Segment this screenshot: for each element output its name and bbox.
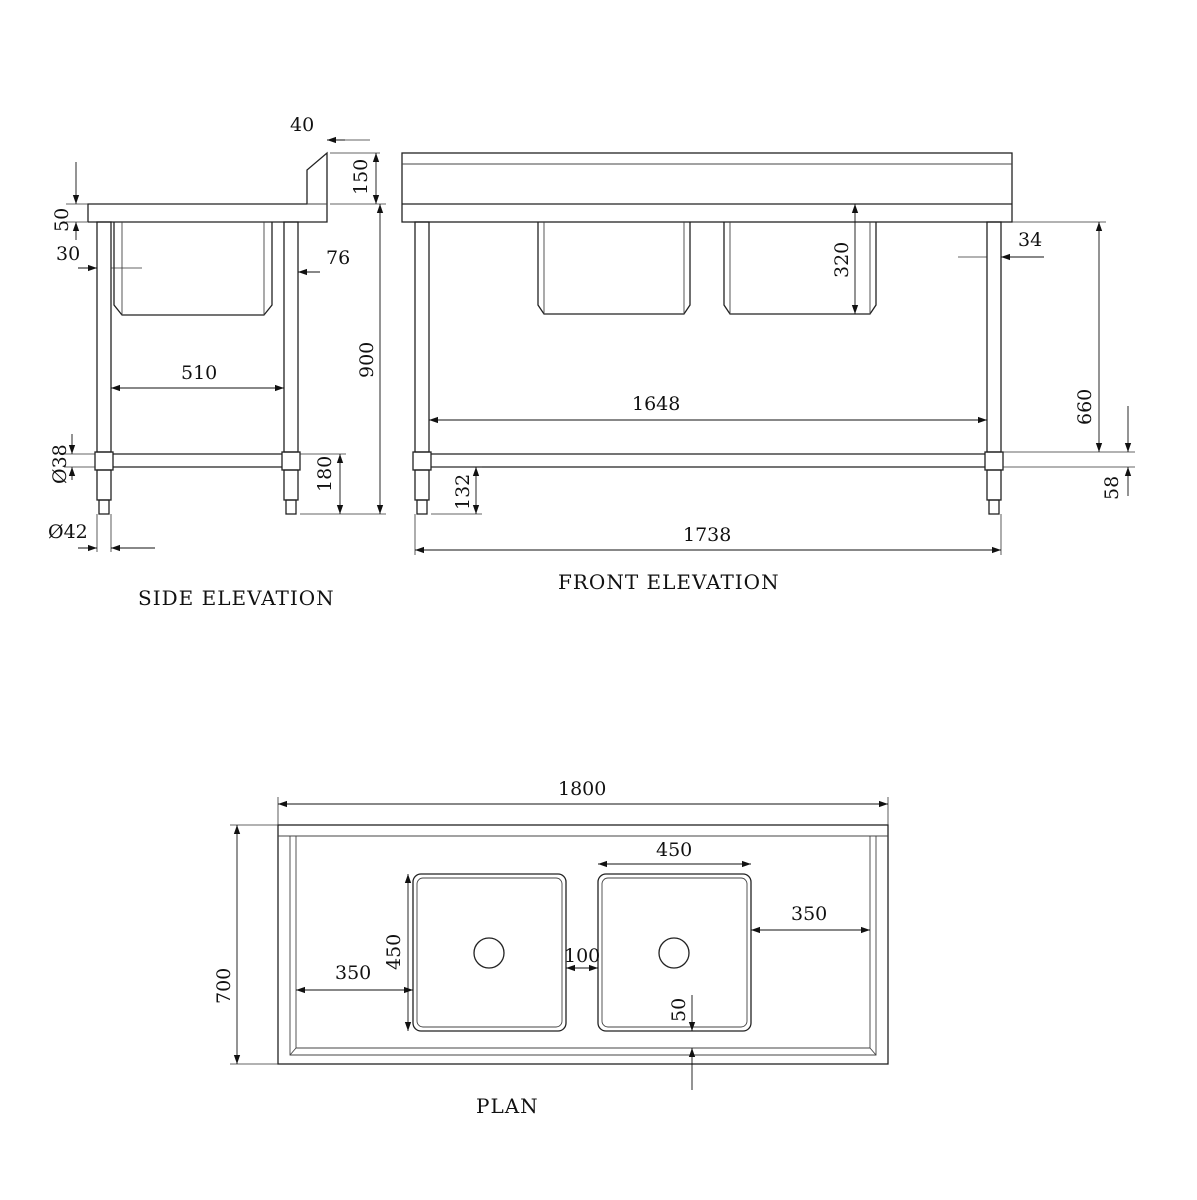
plan-view: 1800 700 450 450 350 350 100 50 PLAN [213, 778, 889, 1118]
front-elevation: 320 34 1648 660 58 132 1738 FRONT ELEVAT… [401, 152, 1135, 594]
plan-dim-bowl-length: 450 [383, 934, 405, 970]
front-dim-bowl-depth: 320 [831, 242, 853, 278]
side-dim-edge: 30 [56, 243, 80, 265]
side-dim-splash-height: 150 [350, 159, 372, 195]
plan-title: PLAN [476, 1094, 539, 1118]
side-dim-height: 900 [356, 342, 378, 378]
front-elevation-title: FRONT ELEVATION [558, 570, 780, 594]
plan-dim-length: 1800 [558, 778, 606, 800]
plan-dim-right-drainer: 350 [791, 903, 827, 925]
side-dim-tube: Ø38 [49, 444, 71, 484]
side-dim-bottom-height: 180 [314, 456, 336, 492]
side-dim-top-thickness: 50 [51, 208, 73, 232]
side-elevation-title: SIDE ELEVATION [138, 586, 335, 610]
front-dim-shelf-height: 132 [452, 474, 474, 510]
plan-dim-left-drainer: 350 [335, 962, 371, 984]
side-dim-inner: 510 [181, 362, 217, 384]
side-elevation: 40 150 50 30 76 510 900 180 Ø38 [48, 114, 386, 610]
front-dim-overall: 1738 [683, 524, 731, 546]
side-dim-leg-inset: 76 [326, 247, 350, 269]
side-dim-foot: Ø42 [48, 521, 88, 543]
plan-dim-bowl-width: 450 [656, 839, 692, 861]
side-dim-top-width: 40 [290, 114, 314, 136]
front-dim-rail: 58 [1101, 476, 1123, 500]
plan-dim-bowl-gap: 100 [564, 945, 600, 967]
plan-dim-depth: 700 [213, 968, 235, 1004]
front-dim-clear-height: 660 [1074, 389, 1096, 425]
front-dim-inner: 1648 [632, 393, 680, 415]
front-dim-leg-width: 34 [1018, 229, 1042, 251]
plan-dim-front-gap: 50 [668, 998, 690, 1022]
